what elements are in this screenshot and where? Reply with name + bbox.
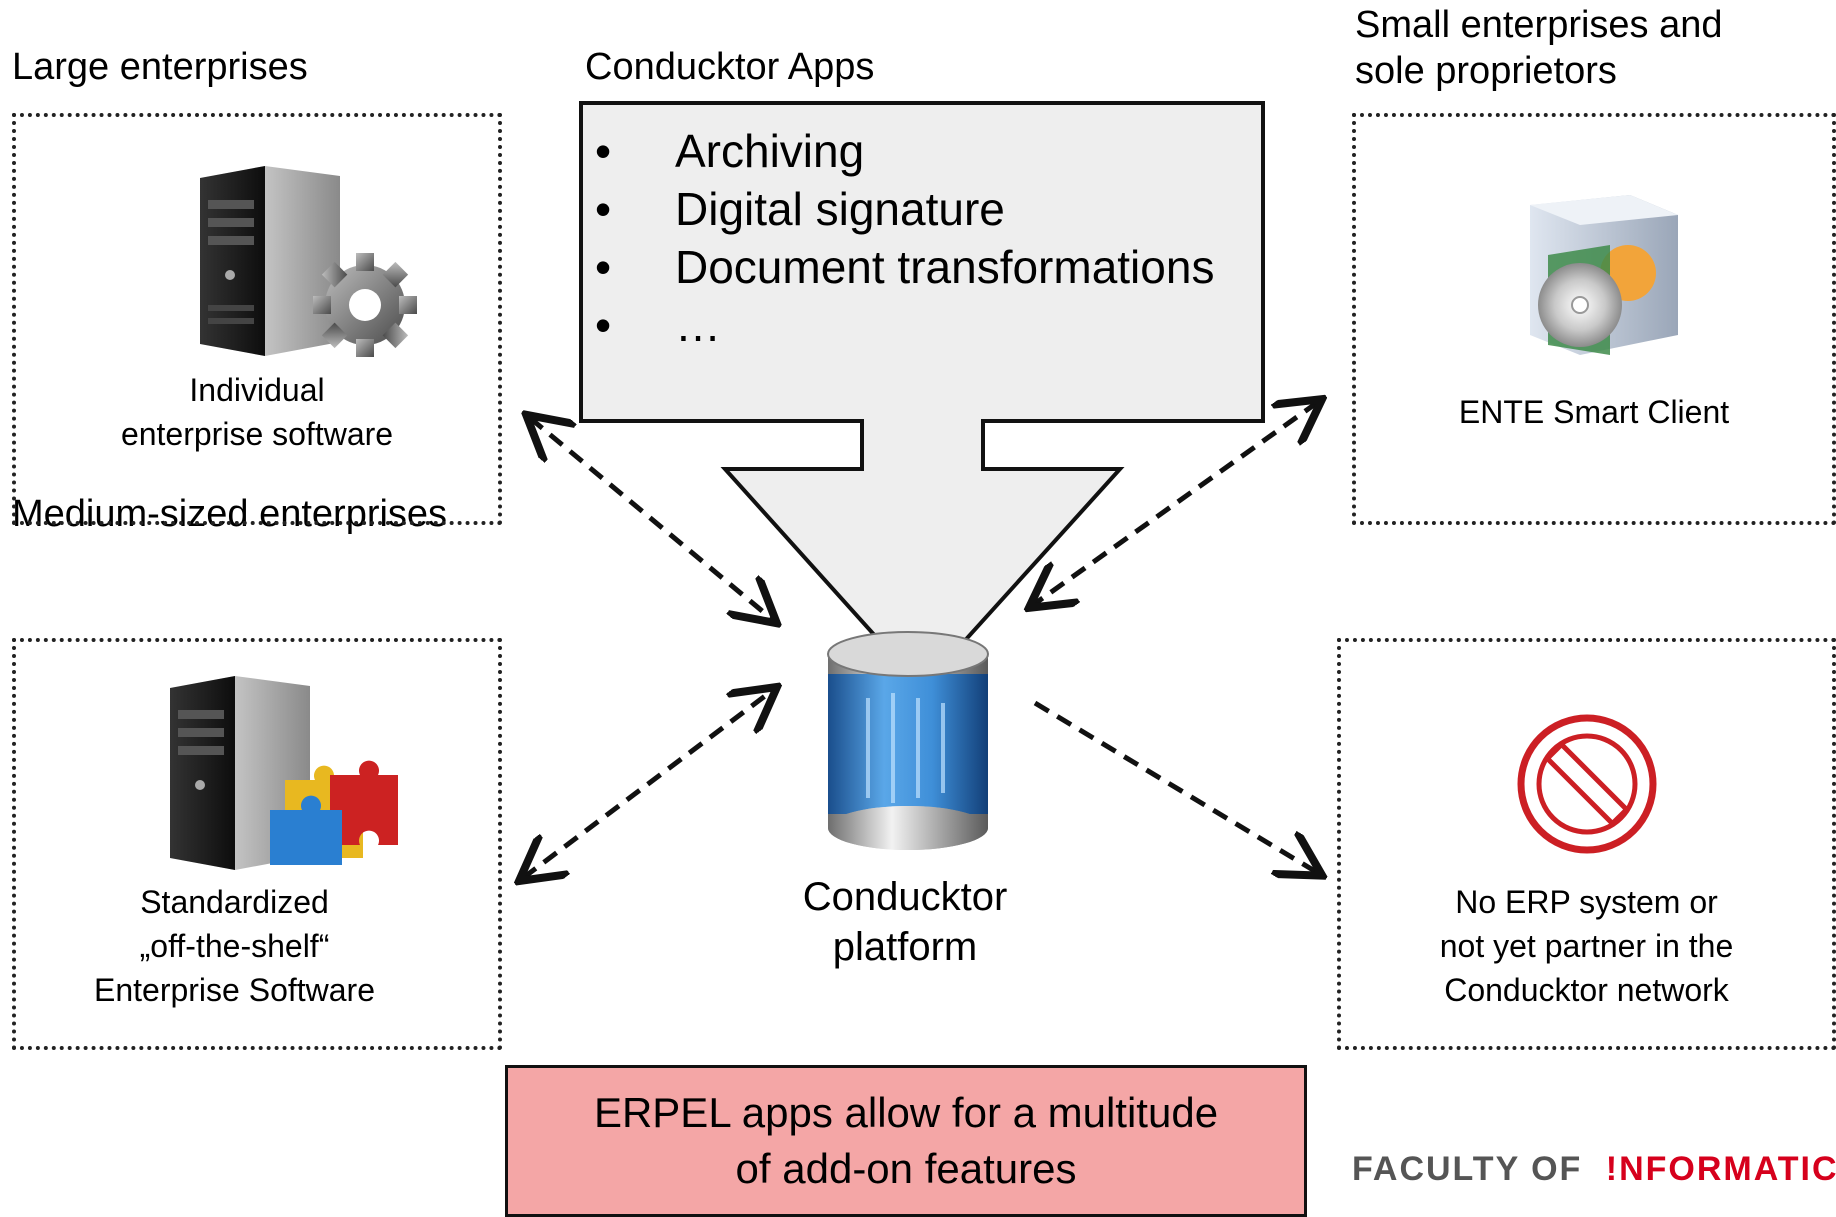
apps-list-item: Archiving (595, 122, 1214, 180)
large-enterprises-heading: Large enterprises (12, 46, 308, 88)
platform-caption: Conducktor platform (802, 875, 1008, 969)
apps-list: Archiving Digital signature Document tra… (595, 122, 1214, 354)
faculty-logo: FACULTY OF !NFORMATICS (1352, 1150, 1836, 1188)
small-enterprises-box (1352, 113, 1836, 525)
large-enterprises-caption: Individual enterprise software (120, 372, 394, 452)
small-enterprises-heading: Small enterprises and sole proprietors (1355, 4, 1723, 92)
small-enterprises-caption: ENTE Smart Client (1458, 394, 1730, 430)
server-puzzle-icon (170, 676, 398, 870)
medium-enterprises-box (12, 638, 502, 1050)
prohibited-icon (1517, 714, 1657, 854)
software-box-icon (1530, 195, 1678, 355)
medium-enterprises-caption: Standardized „off-the-shelf“ Enterprise … (93, 884, 375, 1008)
medium-enterprises-heading: Medium-sized enterprises (12, 493, 448, 535)
server-gear-icon (200, 166, 417, 357)
no-erp-caption: No ERP system or not yet partner in the … (1439, 884, 1734, 1008)
arrow-large-platform (530, 418, 773, 620)
arrow-platform-noerp (1033, 700, 1318, 873)
apps-list-item: … (595, 296, 1214, 354)
database-icon (827, 631, 989, 850)
apps-heading: Conducktor Apps (585, 46, 875, 88)
arrow-small-platform (1033, 402, 1318, 605)
large-enterprises-box (12, 113, 502, 525)
apps-list-item: Digital signature (595, 180, 1214, 238)
arrow-medium-platform (523, 690, 773, 878)
no-erp-box (1337, 638, 1836, 1050)
apps-list-item: Document transformations (595, 238, 1214, 296)
footer-note-box: ERPEL apps allow for a multitude of add-… (505, 1065, 1307, 1217)
